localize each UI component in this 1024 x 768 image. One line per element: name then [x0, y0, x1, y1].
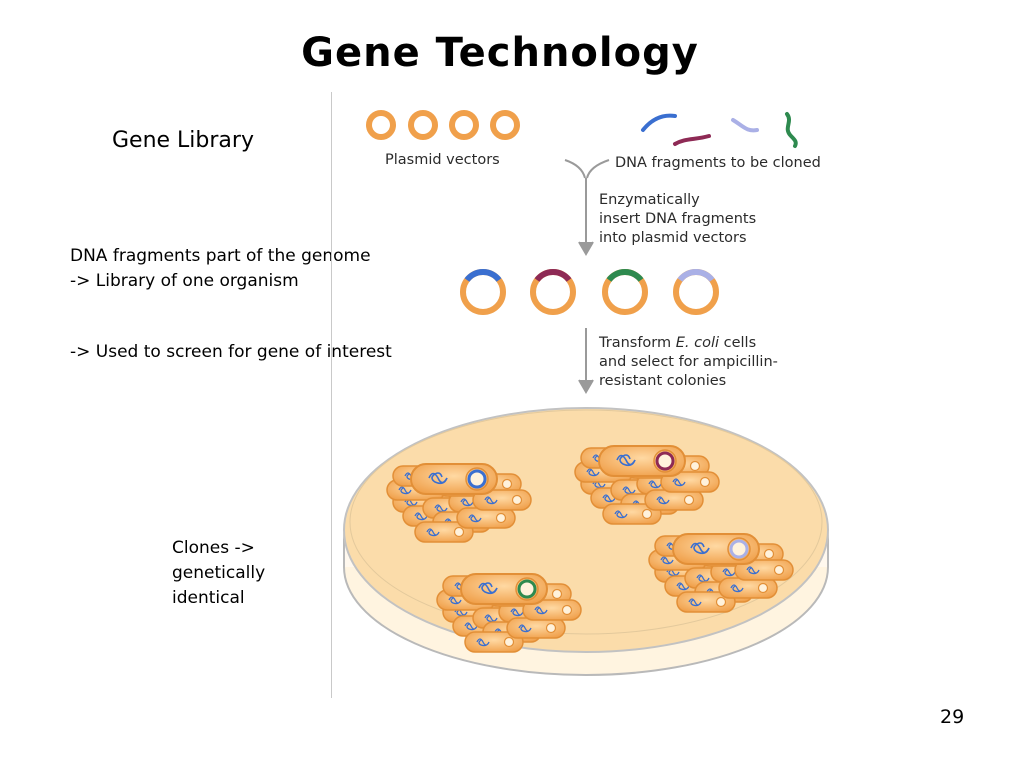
plasmid-1	[366, 110, 396, 140]
slide-title: Gene Technology	[301, 30, 699, 76]
step-transform-label: Transform E. coli cells and select for a…	[599, 334, 778, 391]
plasmid-vectors-label: Plasmid vectors	[385, 152, 500, 168]
text-line-library: -> Library of one organism	[70, 271, 299, 291]
gene-library-figure: Plasmid vectors DNA fragments to be clon…	[333, 92, 853, 702]
plasmid-3	[449, 110, 479, 140]
plasmid-4	[490, 110, 520, 140]
bacterial-colonies	[386, 445, 794, 653]
colony-2	[574, 445, 720, 525]
dna-fragments-label: DNA fragments to be cloned	[615, 155, 821, 171]
arrow-insert	[564, 159, 610, 256]
fragment-green	[785, 112, 798, 148]
text-line-identical: identical	[172, 588, 245, 608]
text-line-clones: Clones ->	[172, 538, 255, 558]
step-insert-line-3: into plasmid vectors	[599, 230, 747, 246]
colony-4	[436, 573, 582, 653]
fragment-purple	[673, 134, 711, 146]
plasmid-vectors	[366, 110, 520, 140]
step-insert-line-1: Enzymatically	[599, 192, 700, 208]
recombinant-plasmids	[460, 269, 719, 315]
slide-subtitle: Gene Library	[112, 128, 254, 153]
fragment-blue	[641, 113, 677, 132]
text-clones: Clones -> genetically identical	[172, 536, 312, 611]
text-genome-library: DNA fragments part of the genome -> Libr…	[70, 244, 371, 294]
divider-line	[331, 92, 332, 698]
text-line-genetically: genetically	[172, 563, 266, 583]
plasmid-2	[408, 110, 438, 140]
figure-graphic	[343, 110, 829, 676]
step-transform-line-3: resistant colonies	[599, 373, 727, 389]
text-line-genome: DNA fragments part of the genome	[70, 246, 371, 266]
step-transform-line-1: Transform E. coli cells	[599, 335, 757, 351]
step-transform-line-2: and select for ampicillin-	[599, 354, 778, 370]
page-number: 29	[940, 706, 965, 728]
colony-1	[386, 463, 532, 543]
step-insert-label: Enzymatically insert DNA fragments into …	[599, 191, 756, 248]
dna-fragments	[641, 112, 798, 148]
text-screen-gene: -> Used to screen for gene of interest	[70, 342, 392, 362]
arrow-transform	[578, 328, 594, 394]
fragment-lavender	[731, 118, 759, 133]
colony-3	[648, 533, 794, 613]
step-insert-line-2: insert DNA fragments	[599, 211, 757, 227]
